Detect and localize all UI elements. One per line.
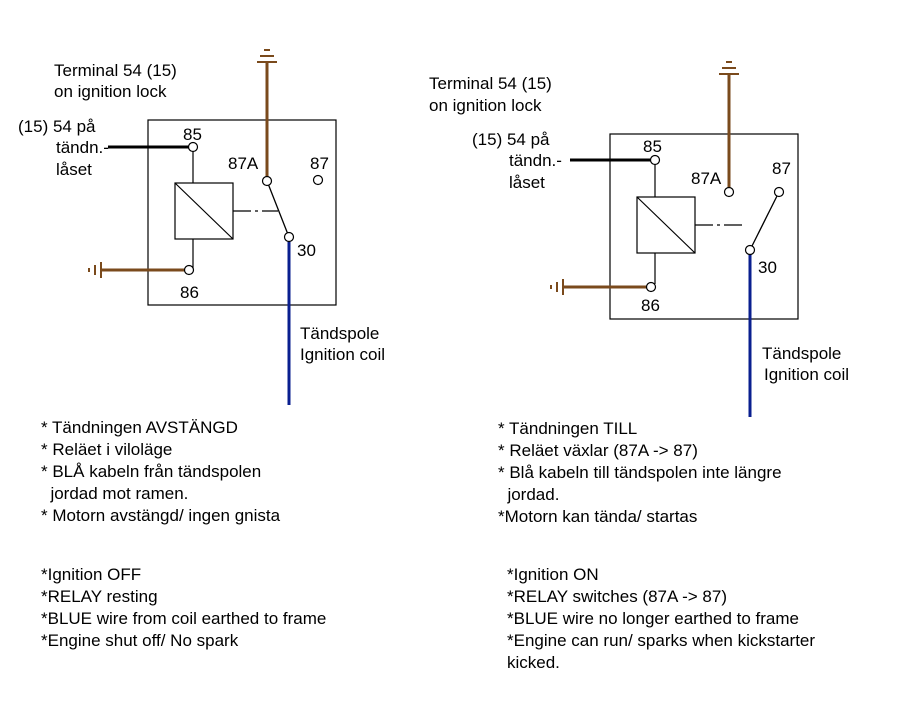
left-terminal-title-line-2: on ignition lock — [54, 82, 167, 101]
right-note-sv-4: jordad. — [498, 485, 560, 504]
left-notes-english: *Ignition OFF *RELAY resting *BLUE wire … — [41, 564, 326, 652]
left-coil-label-line-2: Ignition coil — [300, 345, 386, 364]
left-relay-coil-diagonal — [174, 182, 234, 240]
right-note-sv-5: *Motorn kan tända/ startas — [498, 507, 698, 526]
left-pin-label-85: 85 — [183, 125, 202, 144]
right-terminal-86 — [645, 281, 657, 293]
left-input-label-line-2: tändn.- — [56, 138, 109, 157]
right-note-sv-1: * Tändningen TILL — [498, 419, 638, 438]
left-note-sv-4: jordad mot ramen. — [41, 484, 189, 503]
right-terminal-title-line-1: Terminal 54 (15) — [429, 74, 552, 93]
right-note-en-1: *Ignition ON — [507, 565, 599, 584]
right-input-label-line-3: låset — [509, 173, 545, 192]
left-note-sv-1: * Tändningen AVSTÄNGD — [41, 418, 238, 437]
left-terminal-87 — [312, 174, 324, 186]
left-input-label-line-1: (15) 54 på — [18, 117, 96, 136]
left-pin-label-86: 86 — [180, 283, 199, 302]
right-notes-english: *Ignition ON *RELAY switches (87A -> 87)… — [507, 564, 815, 674]
right-input-label-line-2: tändn.- — [509, 151, 562, 170]
left-notes-swedish: * Tändningen AVSTÄNGD * Reläet i viloläg… — [41, 417, 280, 527]
right-relay-coil-diagonal — [636, 196, 696, 254]
left-pin-label-30: 30 — [297, 241, 316, 260]
left-note-en-4: *Engine shut off/ No spark — [41, 631, 239, 650]
left-terminal-85 — [187, 141, 199, 153]
right-note-en-2: *RELAY switches (87A -> 87) — [507, 587, 728, 606]
left-coil-label-line-1: Tändspole — [300, 324, 380, 343]
right-notes-swedish: * Tändningen TILL * Reläet växlar (87A -… — [498, 418, 782, 528]
left-switch-contact — [266, 180, 290, 238]
right-coil-label-line-1: Tändspole — [762, 344, 842, 363]
left-terminal-86 — [183, 264, 195, 276]
right-note-en-4: *Engine can run/ sparks when kickstarter — [507, 631, 816, 650]
right-note-en-5: kicked. — [507, 653, 560, 672]
right-note-sv-3: * Blå kabeln till tändspolen inte längre — [498, 463, 782, 482]
left-pin-label-87: 87 — [310, 154, 329, 173]
right-pin-label-85: 85 — [643, 137, 662, 156]
right-pin-label-30: 30 — [758, 258, 777, 277]
left-note-en-1: *Ignition OFF — [41, 565, 142, 584]
left-note-en-3: *BLUE wire from coil earthed to frame — [41, 609, 327, 628]
right-terminal-85 — [649, 154, 661, 166]
left-note-sv-2: * Reläet i viloläge — [41, 440, 173, 459]
left-terminal-title-line-1: Terminal 54 (15) — [54, 61, 177, 80]
right-terminal-87 — [773, 186, 785, 198]
left-note-sv-3: * BLÅ kabeln från tändspolen — [41, 462, 262, 481]
left-note-en-2: *RELAY resting — [41, 587, 158, 606]
right-switch-contact — [749, 195, 778, 251]
left-input-label-line-3: låset — [56, 160, 92, 179]
left-terminal-30 — [283, 231, 295, 243]
left-note-sv-5: * Motorn avstängd/ ingen gnista — [41, 506, 281, 525]
left-pin-label-87a: 87A — [228, 154, 259, 173]
right-terminal-title-line-2: on ignition lock — [429, 96, 542, 115]
right-terminal-87a — [723, 186, 735, 198]
right-note-en-3: *BLUE wire no longer earthed to frame — [507, 609, 799, 628]
left-relay-diagram: 85 87A 87 30 86 — [88, 49, 337, 405]
right-pin-label-86: 86 — [641, 296, 660, 315]
right-pin-label-87: 87 — [772, 159, 791, 178]
left-terminal-87a — [261, 175, 273, 187]
right-pin-label-87a: 87A — [691, 169, 722, 188]
right-input-label-line-1: (15) 54 på — [472, 130, 550, 149]
right-coil-label-line-2: Ignition coil — [764, 365, 850, 384]
left-relay-housing — [147, 119, 337, 306]
right-relay-housing — [609, 133, 799, 320]
right-relay-diagram: 85 87A 87 30 86 — [550, 61, 799, 417]
right-terminal-30 — [744, 244, 756, 256]
right-note-sv-2: * Reläet växlar (87A -> 87) — [498, 441, 698, 460]
